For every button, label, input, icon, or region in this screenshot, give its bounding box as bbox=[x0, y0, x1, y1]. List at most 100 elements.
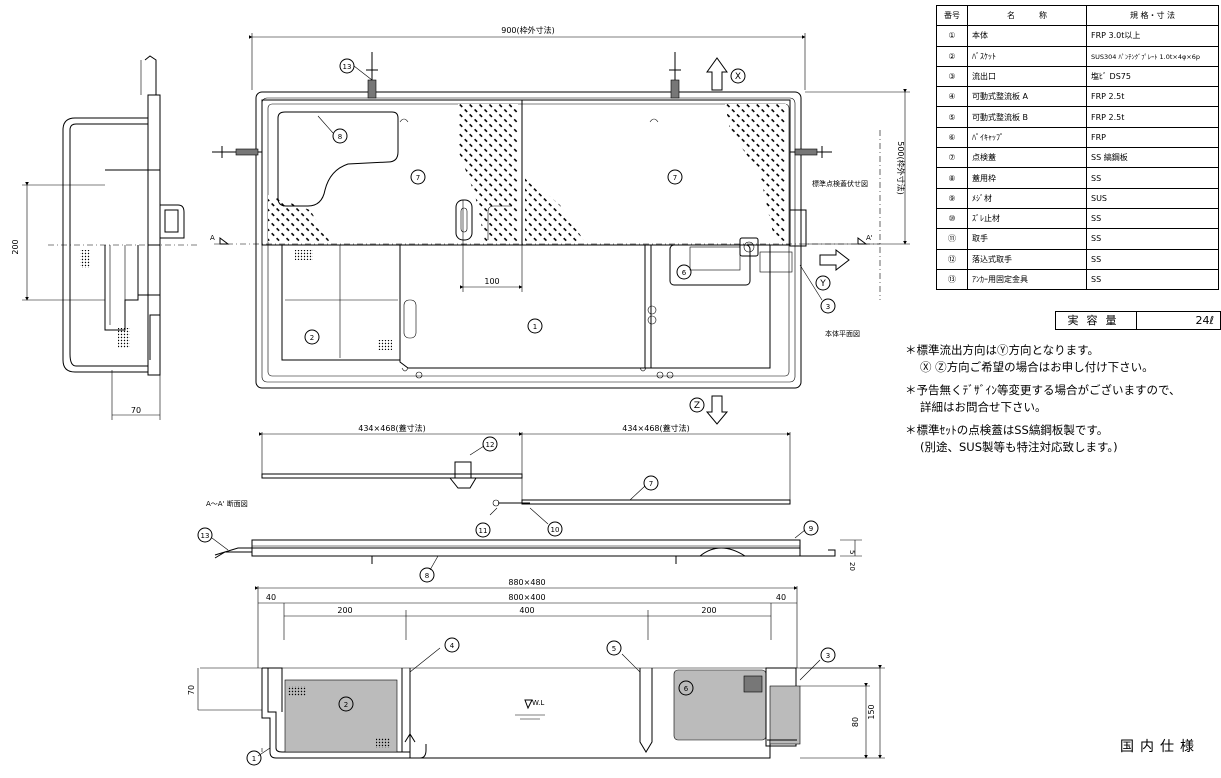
row-name: ﾊﾟｲｷｬｯﾌﾟ bbox=[967, 126, 1087, 149]
header-name: 名 称 bbox=[967, 4, 1087, 27]
row-number: ③ bbox=[936, 65, 968, 88]
row-number: ⑪ bbox=[936, 228, 968, 250]
callout-1-plan: 1 bbox=[533, 323, 537, 331]
section-body: 880×480 40 800×400 40 200 400 200 W.L bbox=[187, 578, 885, 759]
callout-3-section: 3 bbox=[826, 652, 830, 660]
row-spec: SS bbox=[1086, 207, 1219, 230]
callout-5: 5 bbox=[612, 645, 616, 653]
note-line: ＊予告無くﾃﾞｻﾞｲﾝ等変更する場合がございますので、 bbox=[905, 383, 1181, 397]
section-dim-5: 5 bbox=[848, 550, 856, 554]
side-view: 200 70 bbox=[11, 55, 200, 420]
row-name: 取手 bbox=[967, 228, 1087, 250]
section-rail: A～A' 断面図 5 20 bbox=[206, 499, 862, 571]
callout-11: 11 bbox=[479, 527, 488, 535]
cover-dim-right: 434×468(蓋寸法) bbox=[622, 423, 689, 433]
row-number: ④ bbox=[936, 86, 968, 108]
note-item: ＊標準流出方向はⓎ方向となります。 Ⓧ Ⓩ方向ご希望の場合はお申し付け下さい。 bbox=[905, 342, 1181, 375]
row-spec: SS bbox=[1086, 268, 1219, 291]
section-a-label: A bbox=[210, 234, 215, 242]
notes: ＊標準流出方向はⓎ方向となります。 Ⓧ Ⓩ方向ご希望の場合はお申し付け下さい。 … bbox=[905, 342, 1181, 462]
row-name: ﾒｼﾞ材 bbox=[967, 187, 1087, 209]
plan-dim-overall: 900(枠外寸法) bbox=[501, 25, 555, 35]
section-title: A～A' 断面図 bbox=[206, 499, 248, 508]
row-name: 流出口 bbox=[967, 65, 1087, 88]
row-number: ⑩ bbox=[936, 207, 968, 230]
row-spec: SUS304 ﾊﾟﾝﾁﾝｸﾞﾌﾟﾚｰﾄ 1.0t×4φ×6p bbox=[1086, 45, 1219, 67]
callout-3-plan: 3 bbox=[826, 303, 830, 311]
header-number: 番号 bbox=[936, 4, 968, 27]
callout-9: 9 bbox=[809, 525, 813, 533]
body-plan-label: 本体平面図 bbox=[825, 329, 860, 338]
row-name: ｱﾝｶｰ用固定金具 bbox=[967, 268, 1087, 291]
flow-y-arrow bbox=[819, 248, 850, 272]
note-item: ＊予告無くﾃﾞｻﾞｲﾝ等変更する場合がございますので、 詳細はお問合せ下さい。 bbox=[905, 382, 1181, 415]
callout-13-plan: 13 bbox=[343, 63, 352, 71]
callout-13-section: 13 bbox=[201, 532, 210, 540]
row-spec: SUS bbox=[1086, 187, 1219, 209]
note-line: ＊標準ｾｯﾄの点検蓋はSS縞鋼板製です。 bbox=[905, 423, 1109, 437]
row-name: 可動式整流板 A bbox=[967, 86, 1087, 108]
flow-x-arrow bbox=[706, 57, 728, 91]
header-spec: 規 格・寸 法 bbox=[1086, 4, 1219, 27]
row-spec: SS bbox=[1086, 248, 1219, 270]
row-number: ① bbox=[936, 25, 968, 47]
side-dim-70: 70 bbox=[131, 406, 141, 415]
row-spec: 塩ﾋﾞ DS75 bbox=[1086, 65, 1219, 88]
callout-8-plan: 8 bbox=[338, 133, 342, 141]
flow-x-label: X bbox=[735, 72, 741, 82]
row-spec: FRP 2.5t bbox=[1086, 86, 1219, 108]
row-name: ｽﾞﾚ止材 bbox=[967, 207, 1087, 230]
section-dim-80: 80 bbox=[851, 717, 860, 727]
spec-table-header: 番号 名 称 規 格・寸 法 bbox=[936, 4, 1219, 27]
water-level-label: W.L bbox=[532, 699, 544, 707]
cover-dim-left: 434×468(蓋寸法) bbox=[358, 423, 425, 433]
note-line: Ⓧ Ⓩ方向ご希望の場合はお申し付け下さい。 bbox=[920, 359, 1154, 374]
callout-1-section: 1 bbox=[252, 755, 256, 763]
row-name: ﾊﾞｽｹｯﾄ bbox=[967, 45, 1087, 67]
row-name: 落込式取手 bbox=[967, 248, 1087, 270]
row-number: ② bbox=[936, 45, 968, 67]
row-number: ⑧ bbox=[936, 167, 968, 189]
row-name: 点検蓋 bbox=[967, 147, 1087, 169]
row-name: 本体 bbox=[967, 25, 1087, 47]
flow-y-label: Y bbox=[819, 279, 826, 289]
flow-z-arrow bbox=[705, 395, 729, 425]
note-item: ＊標準ｾｯﾄの点検蓋はSS縞鋼板製です。 (別途、SUS製等も特注対応致します。… bbox=[905, 422, 1181, 455]
section-dim-70: 70 bbox=[187, 685, 196, 695]
row-spec: SS 縞鋼板 bbox=[1086, 147, 1219, 169]
row-spec: SS bbox=[1086, 167, 1219, 189]
row-spec: FRP 3.0t以上 bbox=[1086, 25, 1219, 47]
section-dim-20: 20 bbox=[848, 562, 856, 571]
section-dim-overall: 880×480 bbox=[508, 578, 545, 587]
section-dim-40-right: 40 bbox=[776, 593, 786, 602]
note-line: ＊標準流出方向はⓎ方向となります。 bbox=[905, 343, 1100, 357]
note-line: (別途、SUS製等も特注対応致します。) bbox=[920, 439, 1118, 454]
row-number: ⑫ bbox=[936, 248, 968, 270]
row-spec: SS bbox=[1086, 228, 1219, 250]
capacity-label: 実容量 bbox=[1056, 312, 1137, 329]
side-dim-200: 200 bbox=[11, 239, 20, 254]
row-name: 可動式整流板 B bbox=[967, 106, 1087, 128]
callout-7-left: 7 bbox=[416, 174, 420, 182]
row-number: ⑦ bbox=[936, 147, 968, 169]
callout-8-section: 8 bbox=[425, 572, 429, 580]
row-number: ⑤ bbox=[936, 106, 968, 128]
callout-4: 4 bbox=[450, 642, 455, 650]
section-dim-inner: 800×400 bbox=[508, 593, 545, 602]
callout-7-right: 7 bbox=[673, 174, 677, 182]
cover-view-label: 標準点検蓋伏せ図 bbox=[812, 179, 868, 188]
spec-mark: 国内仕様 bbox=[1120, 739, 1200, 755]
callout-6-plan: 6 bbox=[682, 269, 687, 277]
